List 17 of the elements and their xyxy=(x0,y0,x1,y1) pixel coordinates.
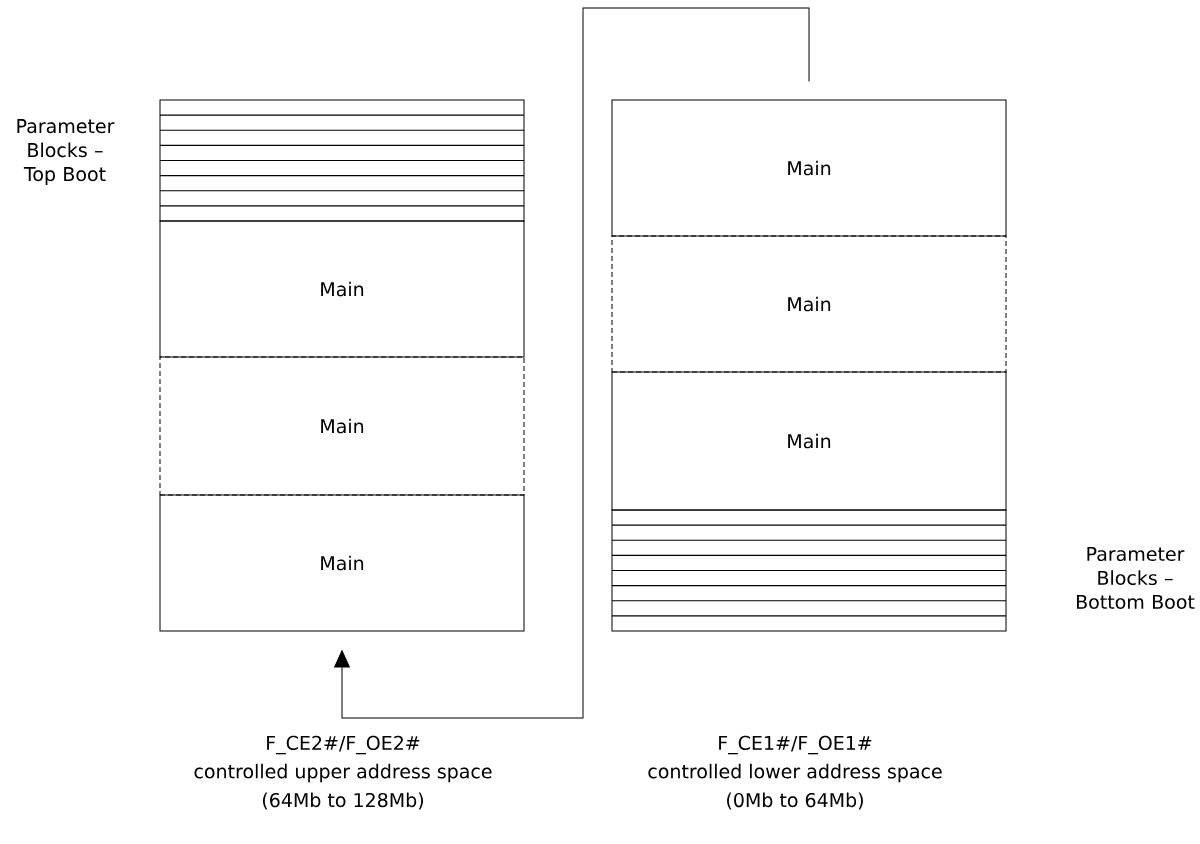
caption-text: controlled upper address space xyxy=(194,763,492,783)
memory-block: Main xyxy=(611,235,1007,373)
connector-arrow xyxy=(334,7,810,719)
memory-block: Main xyxy=(159,356,525,496)
caption-text: (0Mb to 64Mb) xyxy=(727,792,863,810)
caption-text: controlled lower address space xyxy=(648,763,942,783)
side-label: Parameter Blocks – Top Boot xyxy=(17,119,115,185)
parameter-blocks xyxy=(159,99,525,222)
parameter-blocks xyxy=(611,509,1007,632)
memory-block: Main xyxy=(611,99,1007,237)
caption-text: F_CE1#/F_OE1# xyxy=(719,735,872,755)
memory-block: Main xyxy=(159,494,525,632)
caption-text: F_CE2#/F_OE2# xyxy=(267,735,420,755)
caption-text: (64Mb to 128Mb) xyxy=(262,792,423,810)
side-label: Parameter Blocks – Bottom Boot xyxy=(1077,546,1195,610)
memory-block: Main xyxy=(159,220,525,358)
memory-block: Main xyxy=(611,371,1007,511)
